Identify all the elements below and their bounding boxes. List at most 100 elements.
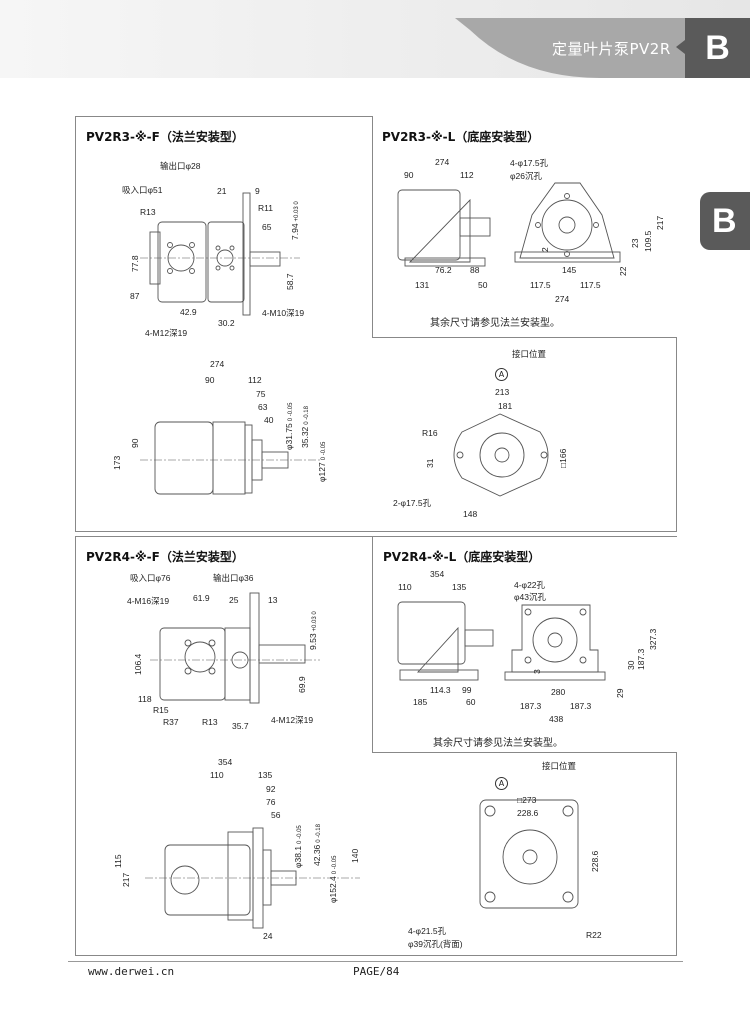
dim-label: □273: [517, 795, 537, 805]
dim-label: 106.4: [133, 653, 143, 675]
dim-label: 135: [258, 770, 273, 780]
dim-label: R11: [258, 203, 273, 213]
dim-label: 187.3: [636, 648, 646, 670]
dim-label: 42.9: [180, 307, 197, 317]
dim-label: 135: [452, 582, 467, 592]
pv2r3-f-title: PV2R3-※-F（法兰安装型）: [86, 130, 244, 144]
dim-label: 29: [615, 688, 625, 698]
dim-label: 185: [413, 697, 428, 707]
dim-label: 90: [205, 375, 215, 385]
dim-label: 217: [121, 872, 131, 887]
dim-label: □166: [558, 448, 568, 468]
dim-label: 75: [256, 389, 266, 399]
dim-label: φ1270 -0.05: [317, 442, 327, 482]
dim-label: 23: [630, 238, 640, 248]
dim-label: 4-φ21.5孔: [408, 926, 447, 936]
dim-label: 4-M16深19: [127, 596, 170, 606]
dim-label: 117.5: [530, 280, 551, 290]
dim-label: 4-M12深19: [145, 328, 188, 338]
dim-label: 274: [555, 294, 570, 304]
dim-label: 99: [462, 685, 472, 695]
port-position-label: 接口位置: [512, 350, 547, 360]
header-title: 定量叶片泵PV2R: [552, 40, 671, 58]
pv2r3-l-side-view: [397, 189, 491, 267]
dim-label: 42.360 -0.18: [312, 824, 322, 866]
section-letter: B: [705, 29, 730, 67]
dim-label: 131: [415, 280, 430, 290]
dim-label: 438: [549, 714, 564, 724]
dim-label: 4-φ17.5孔: [510, 158, 549, 168]
dim-label: φ43沉孔: [514, 592, 546, 602]
pv2r4-f-front-view: [150, 592, 320, 704]
dim-label: 88: [470, 265, 480, 275]
dim-label: 2-φ17.5孔: [393, 498, 432, 508]
dim-label: 24: [263, 931, 273, 941]
pv2r4-l-title: PV2R4-※-L（底座安装型）: [383, 550, 541, 564]
dim-label: 吸入口φ51: [122, 185, 163, 195]
dim-label: 77.8: [130, 255, 140, 272]
dim-label: R37: [163, 717, 179, 727]
tolerance: 0 -0.18: [316, 824, 322, 843]
dim-label: 69.9: [297, 676, 307, 693]
dim-label: 76: [266, 797, 276, 807]
dim-label: 181: [498, 401, 513, 411]
dim-label: R22: [586, 930, 602, 940]
dim-label: 40: [264, 415, 274, 425]
section-divider: [75, 531, 677, 537]
dim-label: 354: [430, 569, 445, 579]
dim-label: 140: [350, 848, 360, 863]
footer-website[interactable]: www.derwei.cn: [88, 965, 175, 978]
dim-value: φ152.4: [328, 876, 338, 903]
footer-page-number: PAGE/84: [353, 965, 400, 978]
dim-label: 4-M10深19: [262, 308, 305, 318]
dim-label: 228.6: [517, 808, 539, 818]
tolerance: 0 -0.05: [321, 441, 327, 461]
dim-label: 274: [435, 157, 450, 167]
note-text: 其余尺寸请参见法兰安装型。: [433, 738, 563, 749]
dim-label: 7.94+0.03 0: [290, 201, 300, 240]
dim-label: 25: [229, 595, 239, 605]
tolerance: 0 -0.18: [304, 406, 310, 425]
dim-label: 327.3: [648, 628, 658, 650]
port-position-label: 接口位置: [542, 762, 577, 772]
tolerance: 0 -0.05: [332, 855, 338, 875]
dim-label: 112: [460, 170, 474, 180]
dim-label: φ31.750 -0.05: [284, 403, 294, 450]
dim-label: 110: [210, 770, 224, 780]
dim-label: R15: [153, 705, 169, 715]
dim-label: 35.7: [232, 721, 249, 731]
dim-label: 56: [271, 810, 281, 820]
dim-label: 21: [217, 186, 227, 196]
dim-label: φ39沉孔(背面): [408, 939, 463, 949]
dim-label: 274: [210, 359, 225, 369]
dim-label: 9.53+0.03 0: [308, 611, 318, 650]
dim-label: 280: [551, 687, 566, 697]
port-marker-a: A: [495, 368, 508, 381]
dim-label: 58.7: [285, 273, 295, 290]
dim-label: R13: [202, 717, 218, 727]
pv2r3-f-front-view: [140, 192, 300, 316]
dim-label: 22: [618, 266, 628, 276]
pv2r4-f-title: PV2R4-※-F（法兰安装型）: [86, 550, 244, 564]
pv2r4-l-front-view: [504, 604, 606, 681]
tolerance: 0 -0.05: [288, 402, 294, 422]
dim-label: 4-φ22孔: [514, 580, 546, 590]
dim-label: 30.2: [218, 318, 235, 328]
dim-label: 112: [248, 375, 262, 385]
pv2r3-side-view: [140, 421, 320, 495]
dim-label: 9: [255, 186, 260, 196]
dim-value: 42.36: [312, 844, 322, 866]
dim-label: 90: [404, 170, 414, 180]
section-side-tab[interactable]: B: [700, 192, 750, 250]
tolerance: +0.03 0: [312, 611, 318, 632]
dim-label: 2: [540, 247, 550, 252]
dim-label: 187.3: [520, 701, 542, 711]
dim-label: 4-M12深19: [271, 715, 314, 725]
port-marker-a: A: [495, 777, 508, 790]
dim-label: 61.9: [193, 593, 210, 603]
footer-divider: [68, 961, 683, 962]
dim-label: 92: [266, 784, 276, 794]
dim-label: 145: [562, 265, 577, 275]
dim-label: 35.320 -0.18: [300, 406, 310, 448]
dim-label: 90: [130, 438, 140, 448]
